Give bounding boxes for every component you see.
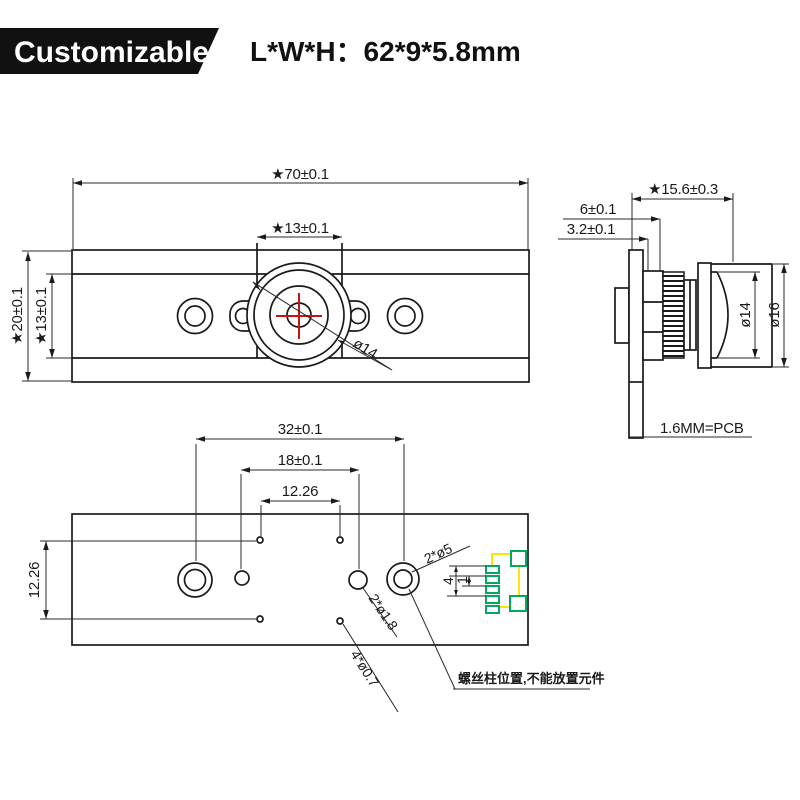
wire-top (491, 553, 511, 566)
dim-12-26-vertical: 12.26 (26, 540, 256, 620)
pad-pitch-dims: 4 1 (440, 565, 486, 597)
dim-lens-dia-14: ø14 (717, 271, 760, 359)
side-screw-holes (176, 297, 424, 335)
dim-base-label: 3.2±0.1 (567, 221, 616, 238)
connector-pad-3 (485, 585, 500, 594)
dim-12-26-horizontal: 12.26 (260, 483, 341, 536)
dim-width-70: ★70±0.1 (72, 166, 529, 249)
pcb-edge (628, 249, 644, 439)
dim-inner-height-label: ★13±0.1 (33, 287, 50, 345)
pcb-outline-bottom (71, 513, 529, 646)
side-view: ø14 ø16 ★15.6±0.3 6±0.1 3.2±0.1 1.6MM=PC… (558, 181, 789, 439)
leader-4xd07: 4*ø0.7 (342, 623, 399, 713)
customizable-banner (0, 28, 219, 74)
dim-holder-6: 6±0.1 (563, 201, 661, 271)
bottom-view: 32±0.1 18±0.1 12.26 12.26 (26, 421, 605, 713)
dim-total-label: ★15.6±0.3 (648, 181, 718, 198)
pcb-outline-front (71, 249, 530, 383)
dim-holder-label: 6±0.1 (580, 201, 616, 218)
leader-2xd5: 2*ø5 (411, 540, 471, 573)
connector-anchor-top (510, 550, 527, 567)
lens-housing (711, 263, 773, 368)
micro-hole-1 (256, 536, 264, 544)
lens-front-flange (697, 262, 712, 369)
pcb-note-label: 1.6MM=PCB (660, 420, 744, 437)
dim-height-label: ★20±0.1 (9, 287, 26, 345)
label-2xd5: 2*ø5 (422, 540, 455, 567)
dim-base-3-2: 3.2±0.1 (558, 221, 649, 271)
connector-pad-4 (485, 595, 500, 604)
dim-lens-width-label: ★13±0.1 (271, 220, 329, 237)
lens-dome-curve (716, 271, 729, 359)
back-connector (614, 287, 630, 344)
micro-hole-3 (256, 615, 264, 623)
leader-2xd18: 2*ø1.8 (362, 587, 402, 638)
dim-18-label: 18±0.1 (278, 452, 323, 469)
dim-32: 32±0.1 (195, 421, 405, 561)
left-screw-hole (184, 305, 206, 327)
connector-footprint (485, 550, 527, 614)
dim-inner-height-13: ★13±0.1 (33, 273, 72, 359)
dim-32-label: 32±0.1 (278, 421, 323, 438)
dim-total-15-6: ★15.6±0.3 (631, 181, 734, 262)
connector-pad-2 (485, 575, 500, 584)
micro-hole-4 (336, 617, 344, 625)
threaded-barrel (662, 271, 685, 359)
pin-hole-right (348, 570, 368, 590)
connector-pad-1 (485, 565, 500, 574)
lens-diameter-leader: ø14 (252, 281, 393, 371)
side-housing-dia-label: ø16 (766, 302, 783, 327)
screw-post-hole-left (183, 568, 207, 592)
dim-lens-width-13: ★13±0.1 (257, 220, 342, 240)
dim-height-20: ★20±0.1 (9, 250, 72, 382)
customizable-badge: Customizable (14, 36, 209, 69)
label-2xd18: 2*ø1.8 (366, 591, 402, 633)
pcb-thickness-note: 1.6MM=PCB (629, 420, 752, 438)
screw-post-hole-right (393, 569, 413, 589)
dim-housing-dia-16: ø16 (766, 263, 789, 368)
dim-width-label: ★70±0.1 (271, 166, 329, 183)
keep-out-note: 螺丝柱位置,不能放置元件 (458, 671, 605, 686)
dim-12-26-h-label: 12.26 (282, 483, 319, 500)
dim-12-26-v-label: 12.26 (26, 562, 43, 599)
front-view: ø14 ★70±0.1 ★13±0.1 ★20±0.1 ★13±0.1 (9, 166, 530, 383)
side-lens-dia-label: ø14 (737, 302, 754, 327)
header: Customizable L*W*H：62*9*5.8mm (0, 28, 521, 74)
keep-out-note-group: 螺丝柱位置,不能放置元件 (408, 588, 605, 690)
lens-holder-body (642, 270, 664, 361)
connector-anchor-bottom (509, 595, 527, 612)
dim-18: 18±0.1 (240, 452, 360, 569)
dim-pad-group-label: 4 (440, 577, 456, 585)
connector-pad-5 (485, 605, 500, 614)
bottom-holes (177, 536, 420, 625)
optical-center-crosshair (276, 293, 322, 339)
size-label: L*W*H：62*9*5.8mm (250, 36, 521, 67)
right-screw-hole (394, 305, 416, 327)
dim-pad-pitch-label: 1 (454, 576, 470, 584)
pin-hole-left (234, 570, 250, 586)
label-4xd07: 4*ø0.7 (347, 647, 382, 690)
right-ear-hole (349, 307, 367, 325)
micro-hole-2 (336, 536, 344, 544)
